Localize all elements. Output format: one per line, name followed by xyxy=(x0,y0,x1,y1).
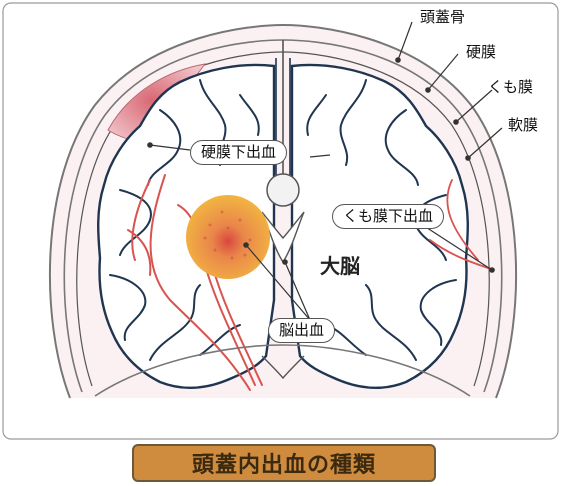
intracerebral-hemorrhage xyxy=(186,195,270,279)
diagram-title: 頭蓋内出血の種類 xyxy=(192,447,376,479)
title-banner: 頭蓋内出血の種類 xyxy=(132,444,436,482)
label-intracerebral: 脳出血 xyxy=(268,318,335,343)
label-dura: 硬膜 xyxy=(466,45,496,60)
label-subdural: 硬膜下出血 xyxy=(190,140,287,165)
label-arachnoid: くも膜 xyxy=(488,80,533,95)
ventricle xyxy=(267,174,299,206)
label-subarachnoid: くも膜下出血 xyxy=(332,204,444,229)
label-skull: 頭蓋骨 xyxy=(420,10,465,25)
label-pia: 軟膜 xyxy=(508,118,538,133)
label-cerebrum: 大脳 xyxy=(320,256,360,276)
